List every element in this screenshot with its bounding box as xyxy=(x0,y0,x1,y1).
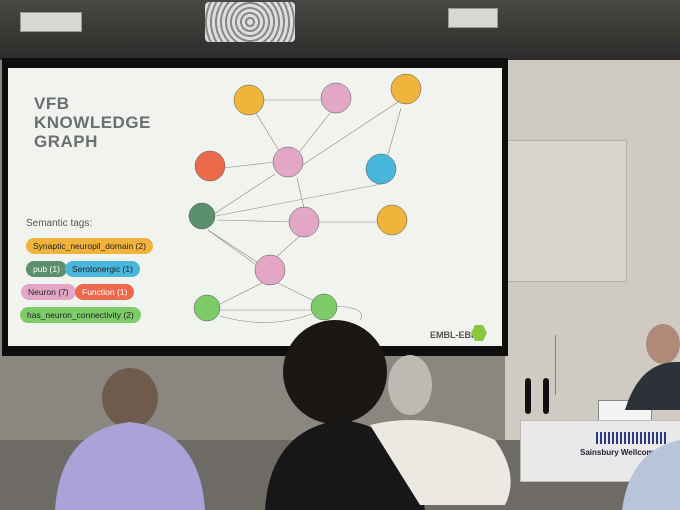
speaker xyxy=(625,324,680,410)
tag-label: Neuron (7) xyxy=(28,287,69,297)
tag-neuron: Neuron (7) xyxy=(21,284,76,300)
ceiling-panel xyxy=(20,12,82,32)
slide-title: VFB KNOWLEDGE GRAPH xyxy=(34,94,151,151)
tag-label: pub (1) xyxy=(33,264,60,274)
graph-edge xyxy=(207,173,276,219)
projection-screen: VFB KNOWLEDGE GRAPH xyxy=(2,58,508,356)
graph-node xyxy=(310,293,338,321)
ceiling-panel xyxy=(448,8,498,28)
graph-node xyxy=(233,84,265,116)
audience-member-left xyxy=(55,368,205,510)
tag-label: Synaptic_neuropil_domain (2) xyxy=(33,241,146,251)
door xyxy=(505,140,627,282)
graph-edge xyxy=(222,161,276,169)
tag-label: Function (1) xyxy=(82,287,128,297)
graph-node xyxy=(320,82,352,114)
podium-logo-icon xyxy=(596,432,666,444)
tags-heading: Semantic tags: xyxy=(26,218,93,229)
graph-node xyxy=(376,204,408,236)
tag-label: has_neuron_connectivity (2) xyxy=(27,310,134,320)
ceiling-vent xyxy=(205,2,295,42)
graph-edge xyxy=(219,313,313,323)
graph-node xyxy=(288,206,320,238)
microphone xyxy=(543,378,549,414)
brand-logo-text: EMBL-EBI xyxy=(430,330,474,340)
podium-label: Sainsbury Wellcome xyxy=(580,448,659,457)
graph-node xyxy=(194,150,226,182)
microphone xyxy=(525,378,531,414)
tag-serotonergic: Serotonergic (1) xyxy=(65,261,140,277)
graph-edge xyxy=(335,305,362,321)
graph-edge xyxy=(207,229,264,267)
audience-member-center xyxy=(265,320,511,510)
graph-node xyxy=(193,294,221,322)
slide: VFB KNOWLEDGE GRAPH xyxy=(8,68,502,346)
graph-edge xyxy=(296,177,305,209)
tag-label: Serotonergic (1) xyxy=(72,264,133,274)
graph-node xyxy=(188,202,216,230)
tag-has-neuron-connectivity: has_neuron_connectivity (2) xyxy=(20,307,141,323)
graph-edge xyxy=(297,99,402,169)
graph-edge xyxy=(272,233,303,261)
graph-edge xyxy=(292,107,335,161)
audience-member-right xyxy=(622,440,680,510)
graph-edge xyxy=(216,219,297,223)
embl-ebi-logo-icon xyxy=(471,325,487,341)
ceiling xyxy=(0,0,680,60)
graph-edge xyxy=(215,183,382,217)
tag-function: Function (1) xyxy=(75,284,135,300)
graph-node xyxy=(254,254,286,286)
audience xyxy=(55,320,680,510)
graph-edge xyxy=(215,281,265,307)
whiteboard-sketch xyxy=(555,335,626,395)
tag-pub: pub (1) xyxy=(26,261,67,277)
graph-node xyxy=(390,73,422,105)
graph-node xyxy=(365,153,397,185)
tag-synaptic-neuropil-domain: Synaptic_neuropil_domain (2) xyxy=(26,238,153,254)
graph-node xyxy=(272,146,304,178)
knowledge-graph xyxy=(188,73,422,323)
